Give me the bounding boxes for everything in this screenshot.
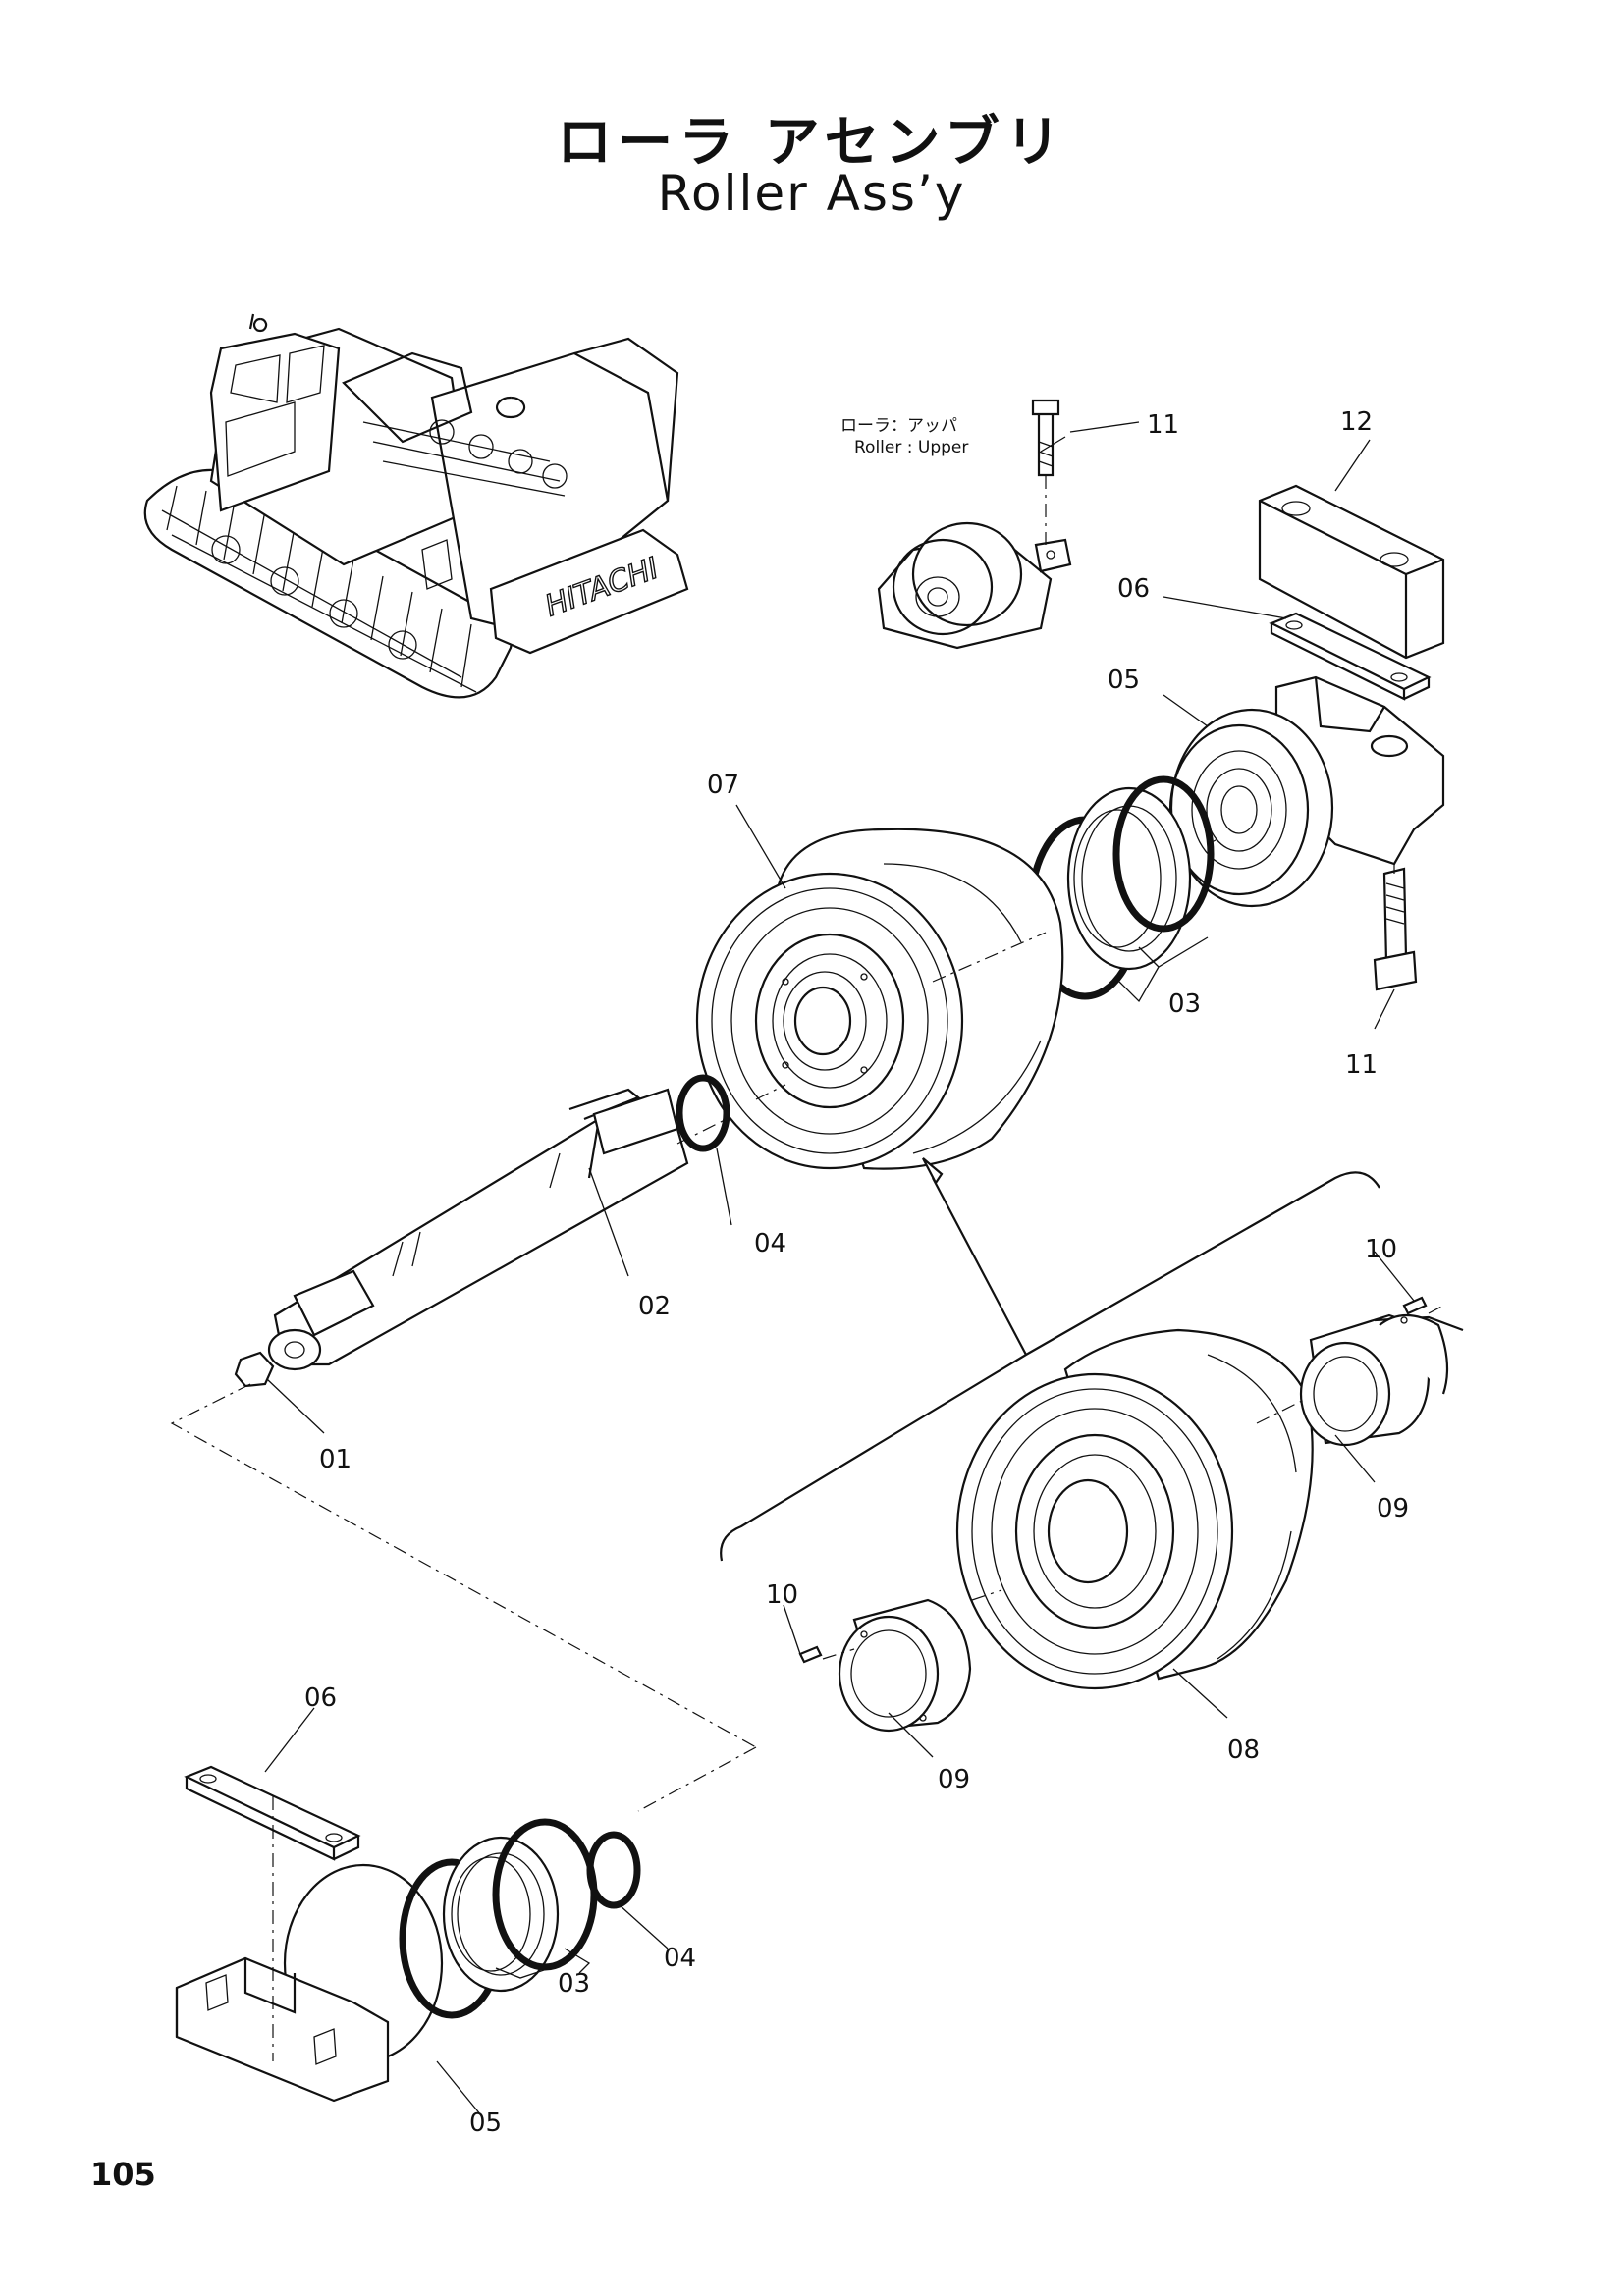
page-title-english: Roller Ass’y xyxy=(657,165,966,222)
callout-01-plug: 01 xyxy=(319,1445,352,1474)
callout-11-lower-bolt: 11 xyxy=(1345,1050,1379,1080)
excavator-illustration: HITACHI xyxy=(143,313,689,699)
upper-roller-illustration xyxy=(877,399,1072,650)
assembly-brace-and-arrow xyxy=(720,1157,1380,1562)
bushing-left xyxy=(798,1598,972,1733)
callout-11-upper-bolt: 11 xyxy=(1147,410,1180,440)
callout-02-shaft: 02 xyxy=(638,1292,672,1321)
upper-roller-note-japanese: ローラ：アッパ xyxy=(840,416,957,436)
callout-04-upper-o-ring: 04 xyxy=(754,1229,787,1258)
callout-04-lower-o-ring: 04 xyxy=(664,1944,697,1973)
center-lines xyxy=(170,838,1444,1812)
callout-09-left-bushing: 09 xyxy=(938,1765,971,1794)
upper-bracket-parts xyxy=(1258,484,1445,701)
track-roller-single-flange xyxy=(695,828,1064,1170)
lower-end-parts xyxy=(175,1765,641,2103)
callout-12-block: 12 xyxy=(1340,407,1374,437)
callout-09-right-bushing: 09 xyxy=(1377,1494,1410,1523)
track-roller-double-flange xyxy=(955,1328,1314,1690)
roller-shaft xyxy=(234,1088,689,1388)
bushing-right xyxy=(1299,1296,1464,1447)
upper-roller-note-english: Roller : Upper xyxy=(854,438,969,457)
callout-10-right-pin: 10 xyxy=(1365,1235,1398,1264)
callout-06-lower-plate: 06 xyxy=(304,1683,338,1713)
callout-05-lower-housing: 05 xyxy=(469,2109,503,2138)
callout-07-roller: 07 xyxy=(707,771,740,800)
upper-floating-seal-set xyxy=(1027,775,1215,1000)
callout-03-lower-seals: 03 xyxy=(558,1969,591,1999)
page-title-japanese: ローラ アセンブリ xyxy=(557,111,1066,175)
callout-06-upper-plate: 06 xyxy=(1117,574,1151,604)
callout-10-left-pin: 10 xyxy=(766,1580,799,1610)
callout-03-upper-seals: 03 xyxy=(1168,989,1202,1019)
o-ring-upper xyxy=(676,1074,730,1152)
page-number: 105 xyxy=(90,2156,156,2193)
callout-08-roller: 08 xyxy=(1227,1735,1261,1765)
leader-lines xyxy=(264,421,1415,2116)
callout-05-upper-housing: 05 xyxy=(1108,666,1141,695)
